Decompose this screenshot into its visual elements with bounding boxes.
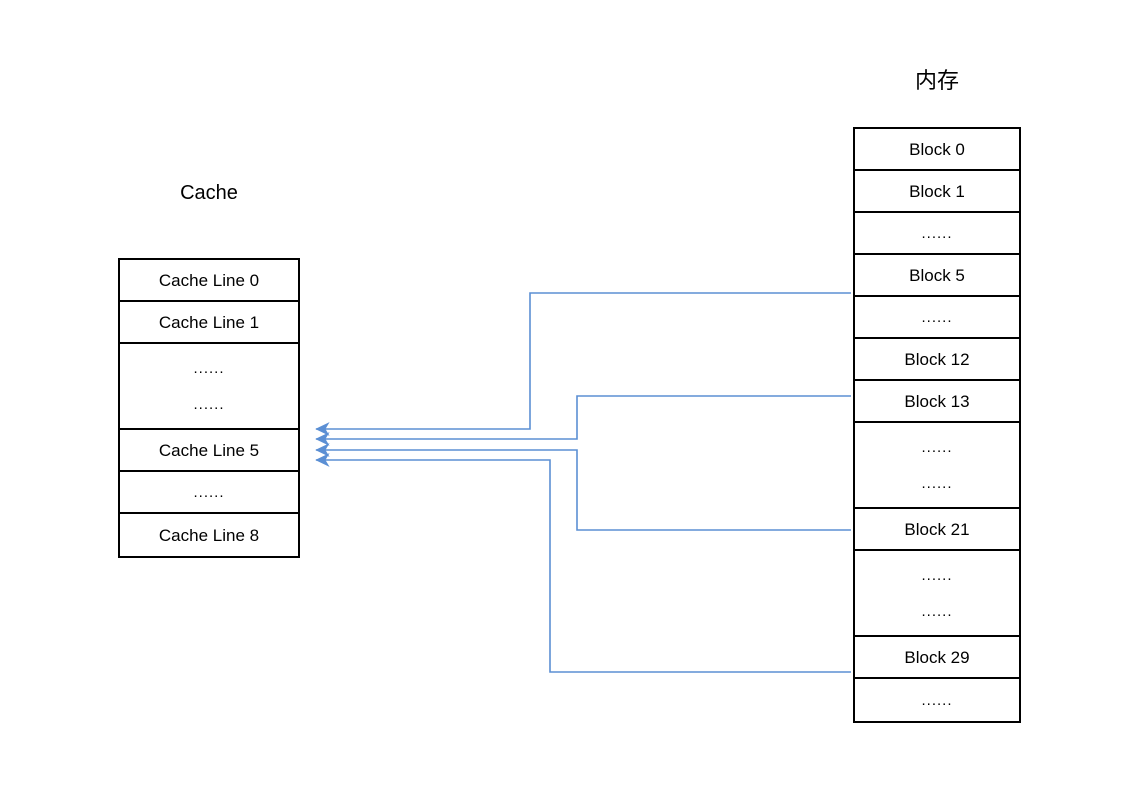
memory-block-row[interactable]: ...... — [855, 213, 1019, 255]
memory-block-label: Block 0 — [909, 139, 965, 159]
cache-title: Cache — [180, 182, 238, 204]
cache-line-row[interactable]: ............ — [120, 344, 298, 430]
memory-block-label: Block 29 — [904, 647, 970, 667]
cache-line-label: Cache Line 8 — [158, 525, 260, 545]
memory-block-row[interactable]: Block 13 — [855, 381, 1019, 423]
memory-block-label: Block 1 — [909, 181, 965, 201]
cache-line-label: Cache Line 5 — [158, 440, 260, 460]
ellipsis-label: ...... — [921, 602, 953, 620]
cache-line-row[interactable]: Cache Line 1 — [120, 302, 298, 344]
ellipsis-label: ...... — [921, 308, 953, 326]
memory-block-label: Block 12 — [904, 349, 970, 369]
memory-block-row[interactable]: ............ — [855, 423, 1019, 509]
cache-line-row[interactable]: Cache Line 0 — [120, 260, 298, 302]
memory-block-row[interactable]: Block 5 — [855, 255, 1019, 297]
memory-block-label: Block 21 — [904, 519, 970, 539]
ellipsis-label: ...... — [921, 566, 953, 584]
ellipsis-label: ...... — [921, 474, 953, 492]
memory-block-row[interactable]: Block 12 — [855, 339, 1019, 381]
cache-table: Cache Line 0 Cache Line 1............ Cach… — [118, 258, 300, 558]
cache-line-label: Cache Line 1 — [158, 312, 260, 332]
memory-title: 内存 — [914, 68, 959, 93]
cache-line-row[interactable]: ...... — [120, 472, 298, 514]
connector-arrow — [315, 453, 851, 673]
memory-block-label: Block 13 — [904, 391, 970, 411]
cache-line-label: Cache Line 0 — [158, 270, 260, 290]
memory-block-label: Block 5 — [909, 265, 965, 285]
cache-line-row[interactable]: Cache Line 5 — [120, 430, 298, 472]
memory-block-row[interactable]: ............ — [855, 551, 1019, 637]
connector-paths — [315, 292, 851, 673]
cache-line-row[interactable]: Cache Line 8 — [120, 514, 298, 556]
memory-block-row[interactable]: ...... — [855, 297, 1019, 339]
memory-block-row[interactable]: Block 21 — [855, 509, 1019, 551]
ellipsis-label: ...... — [921, 438, 953, 456]
connector-arrow — [315, 443, 851, 531]
ellipsis-label: ...... — [193, 395, 225, 413]
connector-arrow — [315, 292, 851, 436]
memory-block-row[interactable]: Block 29 — [855, 637, 1019, 679]
memory-block-row[interactable]: Block 0 — [855, 129, 1019, 171]
connector-arrow — [315, 395, 851, 446]
memory-table: Block 0 Block 1...... Block 5...... Block 1… — [853, 127, 1021, 723]
ellipsis-label: ...... — [193, 359, 225, 377]
memory-block-row[interactable]: ...... — [855, 679, 1019, 721]
ellipsis-label: ...... — [921, 691, 953, 709]
ellipsis-label: ...... — [193, 483, 225, 501]
ellipsis-label: ...... — [921, 224, 953, 242]
memory-block-row[interactable]: Block 1 — [855, 171, 1019, 213]
